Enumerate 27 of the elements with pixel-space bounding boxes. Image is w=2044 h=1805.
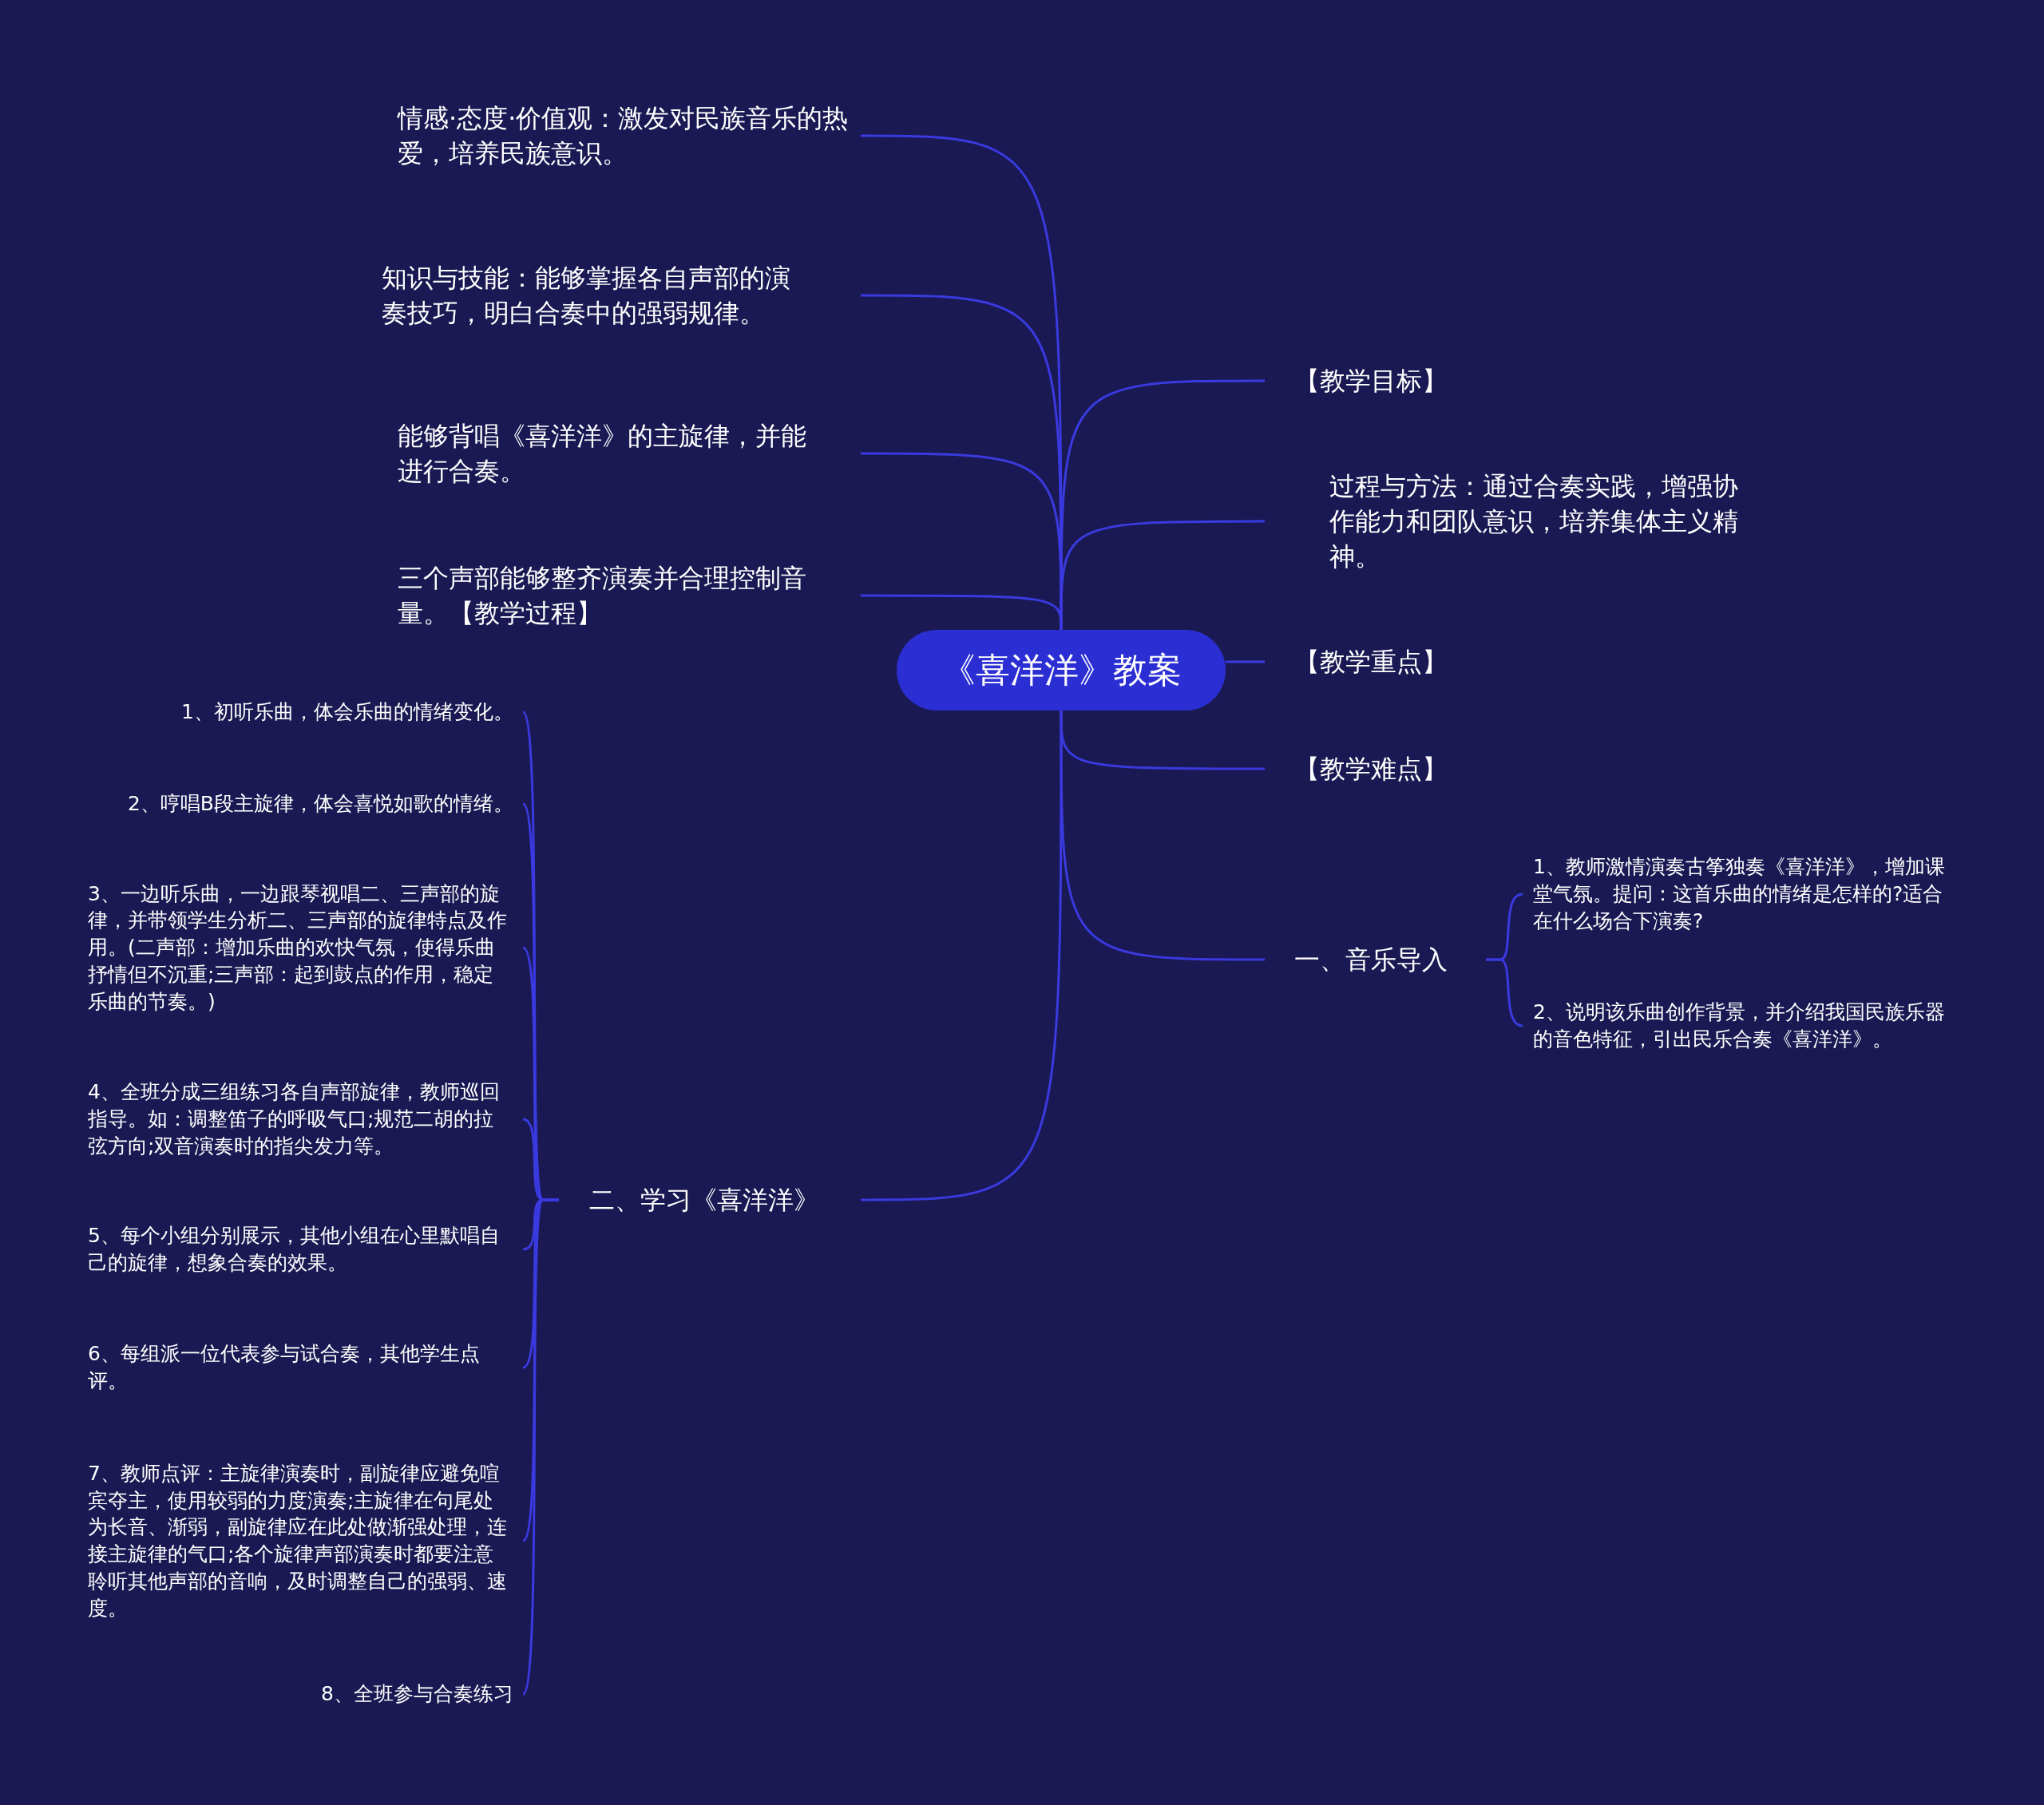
topic-text: 2、说明该乐曲创作背景，并介绍我国民族乐器的音色特征，引出民乐合奏《喜洋洋》。	[1533, 999, 1946, 1052]
topic-text: 一、音乐导入	[1294, 943, 1448, 976]
connector-line	[861, 594, 1063, 631]
topic-text: 过程与方法：通过合奏实践，增强协作能力和团队意识，培养集体主义精神。	[1329, 469, 1739, 574]
connector-line	[1486, 958, 1523, 1027]
connector-line	[1060, 711, 1265, 961]
topic-text: 三个声部能够整齐演奏并合理控制音量。【教学过程】	[398, 561, 807, 630]
topic-text: 7、教师点评：主旋律演奏时，副旋律应避免喧宾夺主，使用较弱的力度演奏;主旋律在句尾处为长音、渐弱，副旋律应在此处做渐强处理，连接主旋律的气口;各个旋律声部演奏时都要注意聆听其他声部的音响，及时调整自己的强弱、速度。	[88, 1460, 508, 1621]
topic-pill: 《喜洋洋》教案	[897, 630, 1226, 711]
topic-text: 知识与技能：能够掌握各自声部的演奏技巧，明白合奏中的强弱规律。	[382, 261, 791, 330]
topic-text: 3、一边听乐曲，一边跟琴视唱二、三声部的旋律，并带领学生分析二、三声部的旋律特点及作用。(二声部：增加乐曲的欢快气氛，使得乐曲抒情但不沉重;三声部：起到鼓点的作用，稳定乐曲的节奏。)	[88, 881, 508, 1015]
topic-text: 6、每组派一位代表参与试合奏，其他学生点评。	[88, 1341, 481, 1394]
topic-text: 1、教师激情演奏古筝独奏《喜洋洋》，增加课堂气氛。提问：这首乐曲的情绪是怎样的?适合在什么场合下演奏?	[1533, 854, 1946, 934]
topic-text: 8、全班参与合奏练习	[321, 1680, 513, 1707]
connector-line	[1060, 520, 1265, 630]
topic-text: 5、每个小组分别展示，其他小组在心里默唱自己的旋律，想象合奏的效果。	[88, 1223, 501, 1276]
topic-text: 【教学重点】	[1294, 645, 1448, 679]
topic-text: 2、哼唱B段主旋律，体会喜悦如歌的情绪。	[127, 790, 513, 817]
topic-text: 1、初听乐曲，体会乐曲的情绪变化。	[181, 699, 513, 725]
topic-text: 4、全班分成三组练习各自声部旋律，教师巡回指导。如：调整笛子的呼吸气口;规范二胡的拉弦方向;双音演奏时的指尖发力等。	[88, 1079, 501, 1159]
topic-text: 【教学目标】	[1294, 364, 1448, 398]
topic-text: 情感·态度·价值观：激发对民族音乐的热爱，培养民族意识。	[398, 101, 850, 170]
connector-line	[861, 711, 1063, 1201]
topic-text: 二、学习《喜洋洋》	[589, 1183, 819, 1217]
topic-text: 能够背唱《喜洋洋》的主旋律，并能进行合奏。	[398, 419, 807, 488]
topic-text: 【教学难点】	[1294, 752, 1448, 786]
connector-line	[1226, 660, 1265, 663]
